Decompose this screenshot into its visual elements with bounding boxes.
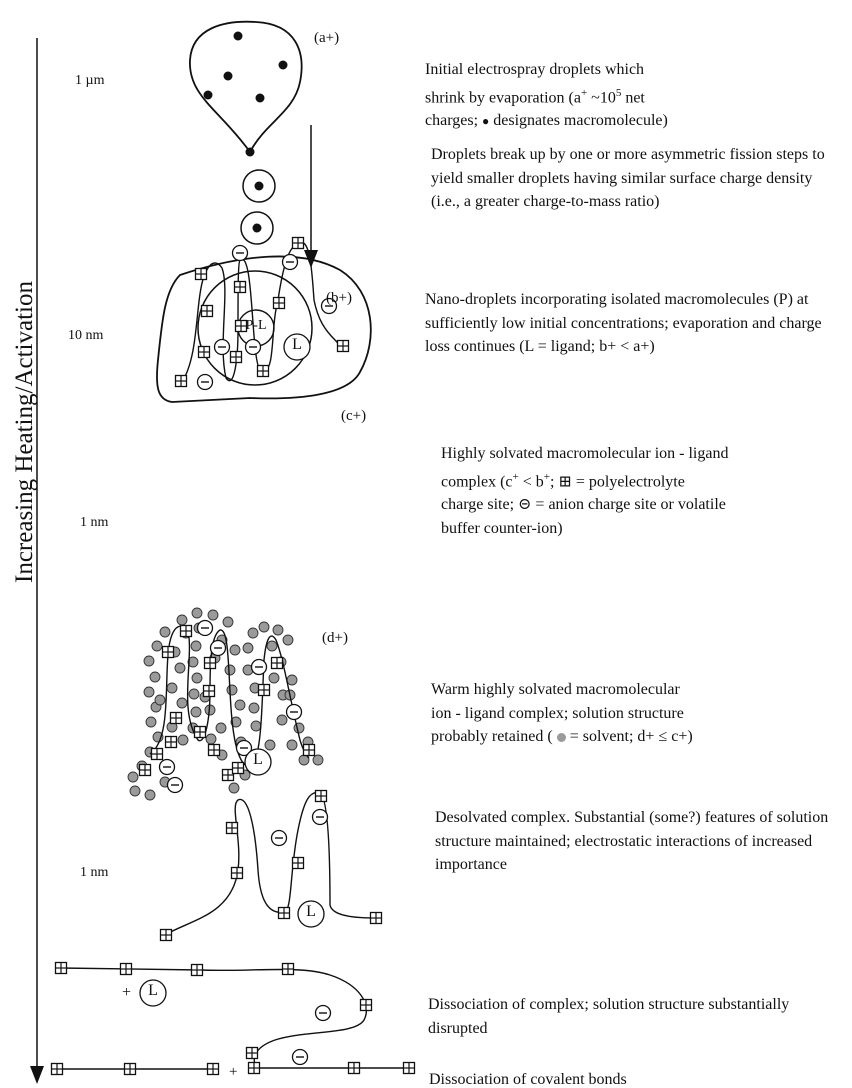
stage-label-b: (b+) — [326, 290, 352, 307]
description-b: Nano-droplets incorporating isolated mac… — [425, 288, 845, 359]
ligand-label-e: L — [303, 903, 319, 921]
anion-site-icon: ⊝ — [518, 496, 531, 513]
macromolecule-ligand-label: P-L — [235, 318, 277, 334]
text-fragment: = solvent; d+ ≤ c+) — [566, 728, 693, 745]
text-fragment: charge site; — [441, 496, 518, 513]
description-c-line-1: Highly solvated macromolecular ion - lig… — [441, 442, 852, 466]
description-f: Dissociation of complex; solution struct… — [428, 993, 848, 1040]
description-d-line-2: ion - ligand complex; solution structure — [431, 702, 851, 726]
description-a-line-3: charges; ● designates macromolecule) — [425, 109, 845, 134]
description-d-line-3: probably retained ( = solvent; d+ ≤ c+) — [431, 725, 851, 749]
description-c-line-2: complex (c+ < b+; ⊞ = polyelectrolyte — [441, 466, 852, 494]
text-fragment: probably retained ( — [431, 728, 557, 745]
ligand-label-d: L — [250, 751, 266, 769]
description-d: Warm highly solvated macromolecular ion … — [431, 678, 851, 749]
text-fragment: = polyelectrolyte — [572, 473, 685, 490]
text-fragment: shrink by evaporation (a — [425, 89, 581, 106]
text-fragment: complex (c — [441, 473, 513, 490]
solvent-icon — [557, 733, 566, 742]
dissociated-complex — [56, 963, 372, 1066]
plus-sign-fragment: + — [229, 1064, 237, 1081]
description-g: Dissociation of covalent bonds — [429, 1068, 829, 1088]
ligand-label-f: L — [145, 982, 161, 1000]
stage-label-a: (a+) — [314, 30, 339, 47]
description-c-line-4: buffer counter-ion) — [441, 517, 852, 541]
description-a-line-1: Initial electrospray droplets which — [425, 58, 845, 82]
scale-label-b: 10 nm — [68, 328, 103, 344]
stage-label-c: (c+) — [341, 408, 366, 425]
text-fragment: designates macromolecule) — [489, 112, 668, 129]
description-c-line-3: charge site; ⊝ = anion charge site or vo… — [441, 493, 852, 517]
scale-label-c: 1 nm — [80, 515, 108, 531]
desolvated-complex — [161, 791, 382, 941]
description-a: Initial electrospray droplets which shri… — [425, 58, 845, 134]
description-c: Highly solvated macromolecular ion - lig… — [441, 442, 852, 540]
offspring-droplets — [241, 170, 275, 244]
description-fission: Droplets break up by one or more asymmet… — [431, 143, 831, 214]
text-fragment: < b — [519, 473, 544, 490]
scale-label-a: 1 µm — [75, 73, 104, 89]
initial-droplet — [190, 22, 302, 157]
text-fragment: = anion charge site or volatile — [531, 496, 725, 513]
description-a-line-2: shrink by evaporation (a+ ~105 net — [425, 82, 845, 110]
polyelectrolyte-site-icon: ⊞ — [558, 473, 571, 490]
text-fragment: net — [621, 89, 645, 106]
stage-label-d: (d+) — [322, 630, 348, 647]
scale-label-e: 1 nm — [80, 865, 108, 881]
text-fragment: ~10 — [587, 89, 616, 106]
description-d-line-1: Warm highly solvated macromolecular — [431, 678, 851, 702]
text-fragment: charges; — [425, 112, 482, 129]
warm-solvated-complex — [128, 608, 323, 800]
axis-label: Increasing Heating/Activation — [11, 242, 39, 622]
ligand-label-c: L — [289, 336, 305, 354]
plus-sign-ligand: + — [122, 984, 131, 1002]
description-e: Desolvated complex. Substantial (some?) … — [435, 806, 845, 877]
